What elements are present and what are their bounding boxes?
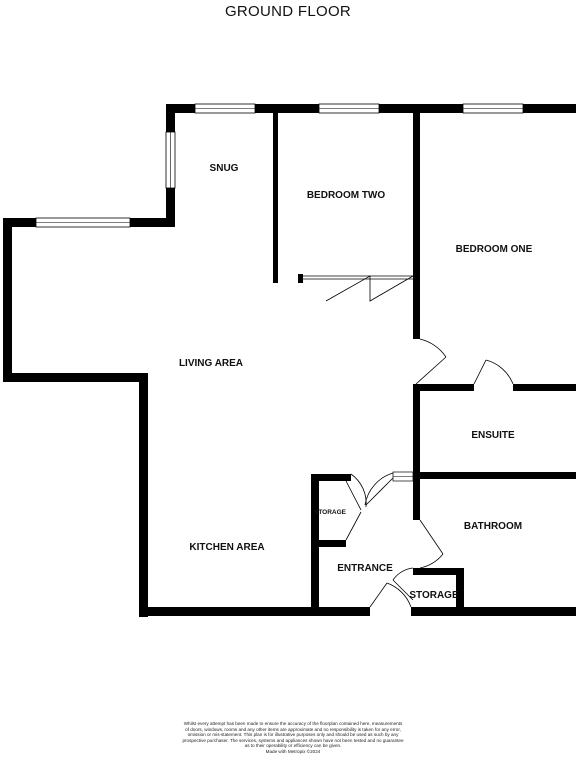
room-label-storage-small: STORAGE — [314, 509, 347, 516]
disclaimer-line: Whilst every attempt has been made to en… — [183, 721, 403, 726]
room-label-bedroom-two: BEDROOM TWO — [307, 190, 386, 201]
bedroom-two-wardrobe-doors — [303, 275, 414, 302]
windows — [35, 103, 524, 228]
room-label-snug: SNUG — [210, 163, 239, 174]
room-label-bedroom-one: BEDROOM ONE — [456, 244, 533, 255]
disclaimer-line: of doors, windows, rooms and any other i… — [185, 726, 401, 732]
floor-title: GROUND FLOOR — [224, 3, 352, 20]
room-label-bathroom: BATHROOM — [464, 521, 522, 532]
disclaimer-line: omission or mis-statement. This plan is … — [187, 732, 399, 738]
disclaimer-line: as to their operability or efficiency ca… — [244, 743, 342, 749]
room-label-living-area: LIVING AREA — [179, 358, 243, 369]
outer-walls — [3, 104, 576, 617]
room-label-kitchen-area: KITCHEN AREA — [189, 542, 264, 553]
disclaimer-line: Made with Metropix ©2024 — [265, 748, 321, 754]
disclaimer-line: prospective purchaser. The services, sys… — [182, 737, 404, 743]
room-label-storage: STORAGE — [409, 590, 459, 601]
door-swings — [345, 338, 514, 608]
room-label-entrance: ENTRANCE — [337, 563, 393, 574]
internal-walls — [273, 113, 576, 607]
room-label-ensuite: ENSUITE — [471, 430, 515, 441]
disclaimer: Whilst every attempt has been made to en… — [150, 721, 436, 755]
